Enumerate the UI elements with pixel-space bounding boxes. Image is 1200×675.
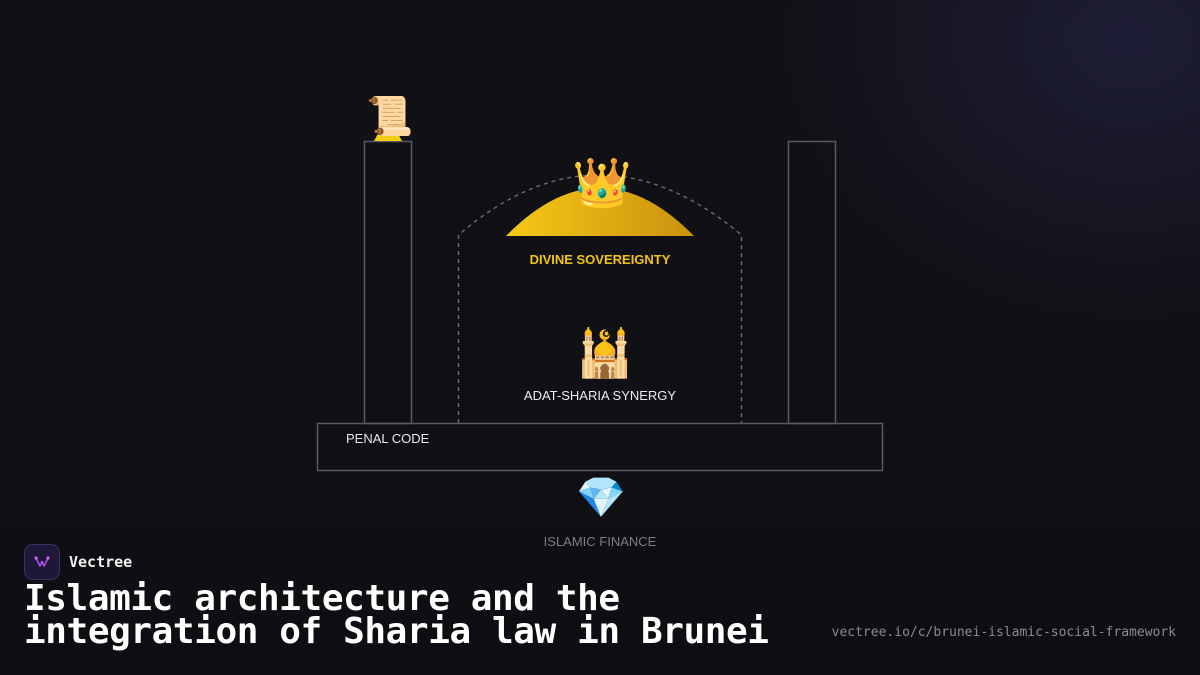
- pillar-top-marker: [374, 115, 402, 141]
- penal-code-label: PENAL CODE: [346, 431, 430, 446]
- adat-sharia-label: ADAT-SHARIA SYNERGY: [523, 388, 677, 403]
- islamic-finance-label: ISLAMIC FINANCE: [543, 534, 657, 549]
- page-title: Islamic architecture and the integration…: [24, 578, 769, 652]
- mosque-icon: 🕌: [576, 327, 634, 379]
- gem-icon: 💎: [576, 476, 626, 520]
- page-url[interactable]: vectree.io/c/brunei-islamic-social-frame…: [831, 625, 1176, 640]
- title-line-1: Islamic architecture and the: [24, 578, 620, 619]
- title-line-2: integration of Sharia law in Brunei: [24, 611, 769, 652]
- base-platform: [316, 422, 884, 472]
- right-pillar: [787, 140, 837, 425]
- divine-sovereignty-label: DIVINE SOVEREIGNTY: [529, 252, 671, 267]
- vectree-logo-icon: [24, 544, 60, 580]
- brand-name: Vectree: [69, 553, 133, 571]
- brand[interactable]: Vectree: [24, 544, 132, 580]
- scroll-icon: 📜: [366, 96, 414, 138]
- golden-dome: [506, 188, 694, 236]
- left-pillar: [363, 140, 413, 425]
- crown-icon: 👑: [572, 157, 632, 210]
- dashed-central-arch: [457, 174, 743, 423]
